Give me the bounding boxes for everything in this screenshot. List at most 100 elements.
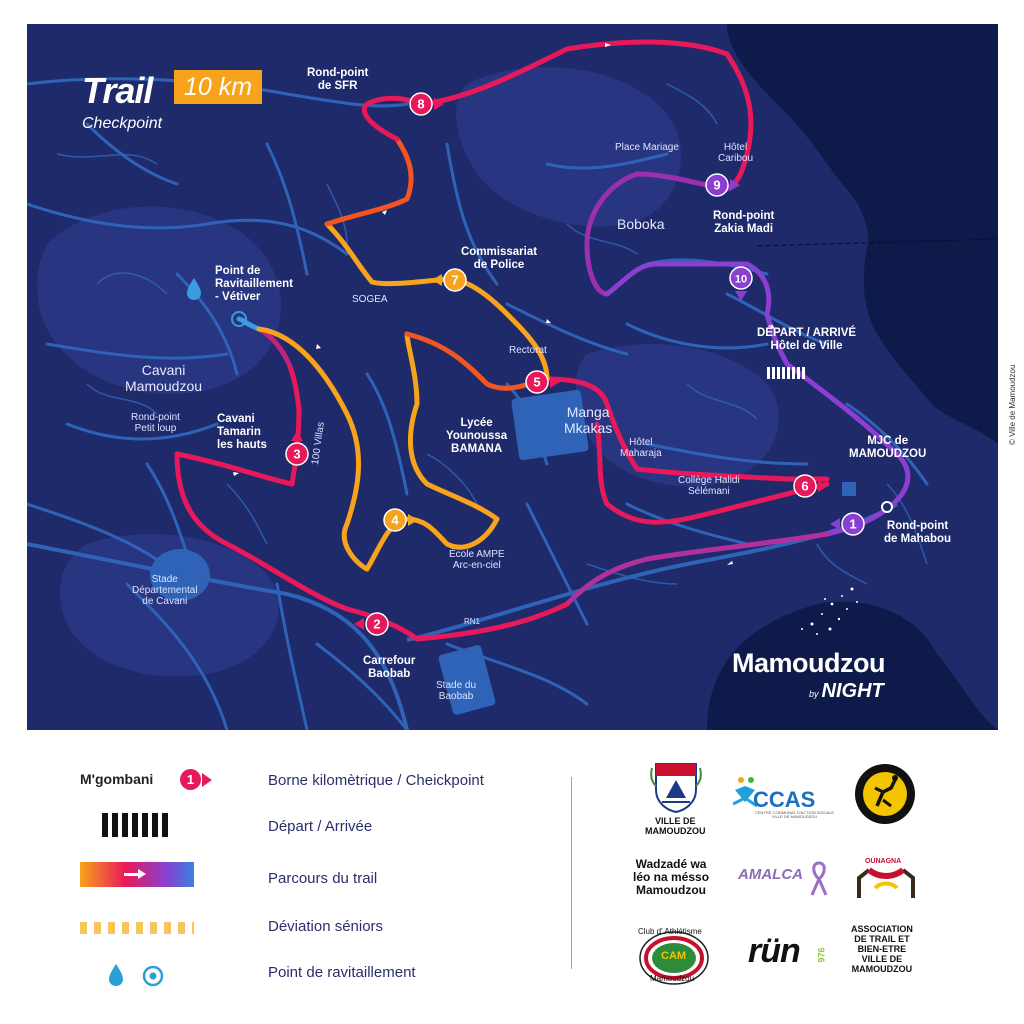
checkpoint-number: 8	[417, 97, 424, 112]
legend-route-text: Parcours du trail	[268, 870, 378, 887]
checkpoint-arrow-icon	[730, 179, 740, 191]
rn1-road	[27, 542, 409, 730]
legend-water-drop-icon	[109, 964, 123, 986]
legend-senior-text: Déviation séniors	[268, 918, 384, 935]
checkpoint-circle	[841, 512, 865, 536]
checkpoint-number: 1	[849, 517, 856, 532]
legend-route-arrow-shaft	[124, 873, 140, 876]
logo-amalca-text: AMALCA	[738, 866, 803, 883]
checkpoint-1: 1	[830, 512, 865, 536]
checkpoint-arrow-icon	[818, 480, 828, 492]
checkpoint-8: 8	[409, 92, 444, 116]
logo-ccas-text: CCAS	[753, 787, 816, 812]
checkpoint-number: 2	[373, 617, 380, 632]
logo-ounagna-text: OUNAGNA	[865, 858, 902, 865]
checkpoint-circle	[525, 370, 549, 394]
checkpoint-circle	[409, 92, 433, 116]
legend-refuel-icons	[109, 964, 164, 987]
checkpoint-circle	[383, 508, 407, 532]
mjc-marker	[842, 482, 856, 496]
label-rectorat: Rectorat	[509, 345, 547, 356]
title-subtitle: Checkpoint	[82, 115, 163, 132]
copyright: © Ville de Mamoudzou	[1008, 364, 1017, 445]
brand-stars	[801, 587, 858, 635]
minor-roads	[56, 83, 928, 585]
legend-route-icon	[80, 862, 194, 887]
ville-crest-icon	[650, 763, 702, 814]
checkpoint-number: 9	[713, 178, 720, 193]
stade-baobab-shape	[438, 645, 496, 715]
checkpoint-circle	[705, 173, 729, 197]
checkpoint-10: 10	[729, 266, 753, 301]
checkpoint-2: 2	[354, 612, 389, 636]
checkpoint-number: 4	[391, 513, 399, 528]
checkpoint-circle	[443, 268, 467, 292]
legend-divider	[571, 777, 572, 969]
label-place-mariage: Place Mariage	[615, 142, 679, 153]
refuel-target-center	[236, 316, 242, 322]
logo-club-city: Mamoudzou	[650, 974, 695, 983]
manga-mkakas-shape	[511, 389, 589, 461]
checkpoint-3: 3	[285, 431, 309, 466]
checkpoint-markers: 1 2 3 4 5 6 7 8 9 10	[285, 92, 865, 636]
checkpoint-number: 6	[801, 479, 808, 494]
logo-club-text: Club d' Athlétisme	[638, 927, 702, 936]
checkpoint-arrow-icon	[291, 431, 303, 441]
mahabou-roundabout-icon	[881, 501, 893, 513]
club-athletisme-badge-icon	[639, 931, 709, 985]
legend-target-center	[149, 972, 157, 980]
legend-mgombani: M'gombani	[80, 771, 154, 787]
sea-south	[707, 601, 998, 730]
brand-by: by	[809, 689, 819, 699]
ounagna-handshake-icon	[857, 867, 915, 898]
legend-start-finish-text: Départ / Arrivée	[268, 818, 373, 835]
checkpoint-number: 10	[735, 274, 747, 286]
brand-name: Mamoudzou	[732, 648, 885, 678]
sea-east	[727, 24, 998, 444]
checkpoint-number: 5	[533, 375, 540, 390]
label-sogea: SOGEA	[352, 294, 388, 305]
terrain	[37, 67, 779, 677]
checkpoint-7: 7	[432, 268, 467, 292]
water-drop-icon	[187, 278, 201, 300]
checkpoint-9: 9	[705, 173, 740, 197]
checkpoint-6: 6	[793, 474, 828, 498]
refuel-target-icon	[231, 311, 247, 327]
checkpoint-4: 4	[383, 508, 418, 532]
checkpoint-arrow-icon	[432, 274, 442, 286]
legend-route-arrow-icon	[138, 869, 146, 879]
legend-checkpoint-icon: 1	[180, 769, 201, 790]
title-distance: 10 km	[174, 70, 263, 104]
amalca-ribbon-icon	[810, 861, 828, 896]
start-finish-line	[767, 367, 805, 379]
label-rn1: RN1	[464, 617, 481, 626]
route-arrows	[233, 43, 775, 565]
logo-run-text: rün	[748, 932, 801, 970]
map-canvas	[27, 24, 998, 730]
checkpoint-number: 7	[451, 273, 458, 288]
logo-run-number: 976	[816, 947, 827, 963]
legend-refuel-text: Point de ravitaillement	[268, 964, 416, 981]
brand-night-text: NIGHT	[821, 680, 884, 702]
checkpoint-arrow-icon	[550, 376, 560, 388]
logo-club-short: CAM	[661, 950, 687, 962]
legend-senior-icon	[80, 922, 194, 934]
